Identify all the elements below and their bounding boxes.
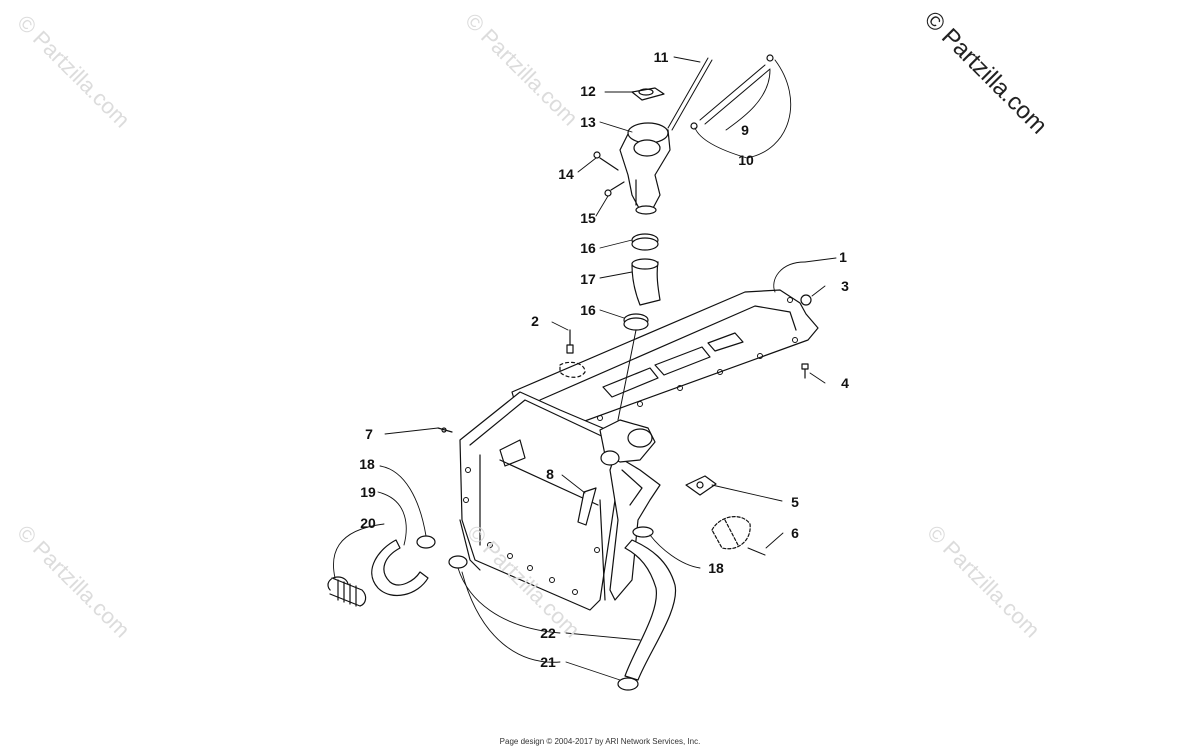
- hose-clamp-left-2: [448, 555, 468, 569]
- callout-17: 17: [580, 271, 596, 287]
- callout-9: 9: [741, 122, 749, 138]
- outlet-elbow: [599, 419, 656, 466]
- callout-3: 3: [841, 278, 849, 294]
- hose-clamp-18-right: [632, 526, 654, 538]
- callout-1: 1: [839, 249, 847, 265]
- hose-17: [631, 258, 661, 306]
- callout-21: 21: [540, 654, 556, 670]
- leader-lines: [333, 56, 837, 681]
- callout-2: 2: [531, 313, 539, 329]
- callout-7: 7: [365, 426, 373, 442]
- callout-5: 5: [791, 494, 799, 510]
- callout-19: 19: [360, 484, 376, 500]
- callout-10: 10: [738, 152, 754, 168]
- hose-clamp-16-lower: [623, 313, 649, 331]
- callout-15: 15: [580, 210, 596, 226]
- hose-clamp-16-upper: [631, 233, 659, 251]
- callout-14: 14: [558, 166, 574, 182]
- callout-18-left: 18: [359, 456, 375, 472]
- bolt-4: [801, 363, 809, 379]
- callout-22: 22: [540, 625, 556, 641]
- cover-plate: [511, 289, 819, 431]
- vent-tube: [667, 54, 774, 131]
- hose-19: [371, 539, 429, 597]
- screw-15: [604, 181, 625, 197]
- bracket-5: [685, 475, 717, 496]
- callout-8: 8: [546, 466, 554, 482]
- clamp-21: [617, 677, 639, 691]
- screw-14: [593, 151, 619, 171]
- footer-copyright: Page design © 2004-2017 by ARI Network S…: [499, 737, 701, 746]
- mount-bracket: [609, 454, 661, 601]
- filler-cap: [631, 87, 665, 101]
- callout-13: 13: [580, 114, 596, 130]
- callout-18-right: 18: [708, 560, 724, 576]
- pin-7: [437, 427, 453, 433]
- hose-20: [327, 576, 367, 607]
- hose-clamp-18-left: [416, 535, 436, 549]
- reservoir-body: [459, 391, 619, 611]
- hose-22: [624, 539, 677, 681]
- bolt-2: [566, 329, 574, 354]
- filler-neck: [619, 122, 671, 215]
- callout-12: 12: [580, 83, 596, 99]
- callout-20: 20: [360, 515, 376, 531]
- callout-4: 4: [841, 375, 849, 391]
- bracket-6: [711, 516, 751, 550]
- callout-11: 11: [653, 49, 669, 65]
- callout-6: 6: [791, 525, 799, 541]
- bolt-2-grommet: [559, 361, 586, 378]
- callout-16: 16: [580, 240, 596, 256]
- strap-8: [577, 487, 597, 526]
- nut-3: [800, 294, 812, 306]
- callout-16-lower: 16: [580, 302, 596, 318]
